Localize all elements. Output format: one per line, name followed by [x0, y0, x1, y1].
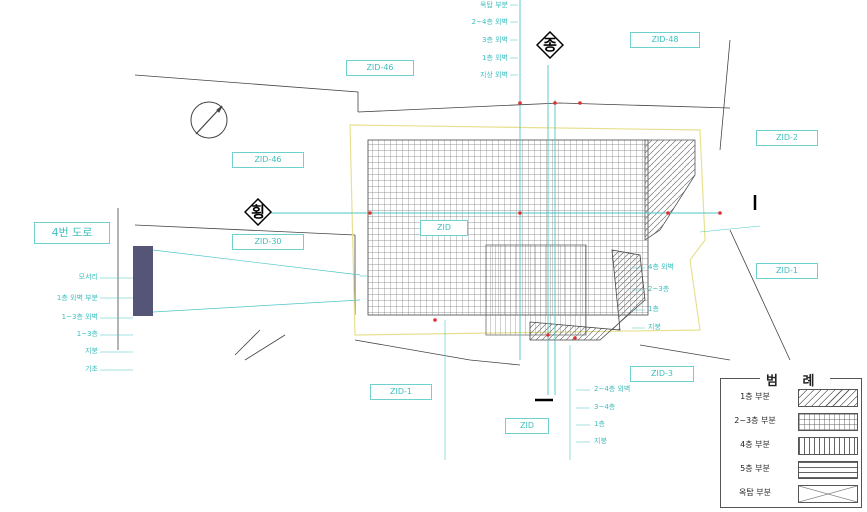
right-label: 2~3층 — [648, 285, 670, 293]
left-label: 1~3층 — [76, 330, 98, 338]
section-lines — [270, 0, 720, 395]
right-label: 1층 — [648, 305, 659, 313]
left-elevation-strip — [133, 246, 153, 316]
legend-row: 4층 부분 — [720, 435, 862, 455]
left-label: 기초 — [85, 365, 98, 373]
zone-box-center: ZID — [420, 220, 468, 236]
legend-row-label: 4층 부분 — [740, 440, 770, 449]
legend-row-label: 2~3층 부분 — [734, 416, 776, 425]
direction-mark-longitudinal: 종 — [536, 31, 564, 59]
bottom-label: 1층 — [594, 420, 605, 428]
legend-swatch — [798, 437, 858, 455]
left-label: 1~3층 외벽 — [61, 313, 98, 321]
legend-row: 1층 부분 — [720, 387, 862, 407]
bottom-label: 3~4층 — [594, 403, 616, 411]
legend-swatch — [798, 461, 858, 479]
building-vert-area — [485, 244, 587, 336]
legend-row: 5층 부분 — [720, 459, 862, 479]
legend-row-label: 옥탑 부분 — [739, 488, 771, 497]
legend-title: 범 례 — [760, 370, 831, 389]
north-arrow — [190, 101, 228, 139]
left-label: 지붕 — [85, 347, 98, 355]
top-label: 1층 외벽 — [482, 54, 508, 62]
zone-box-bottom-center: ZID — [505, 418, 549, 434]
top-label: 2~4층 외벽 — [471, 18, 508, 26]
top-label: 옥탑 부분 — [480, 1, 508, 9]
left-road-title: 4번 도로 — [34, 222, 110, 244]
legend-row: 2~3층 부분 — [720, 411, 862, 431]
legend-swatch — [798, 485, 858, 503]
legend-swatch — [798, 389, 858, 407]
zone-box-left-mid: ZID-46 — [232, 152, 304, 168]
right-label: 4층 외벽 — [648, 263, 674, 271]
left-label: 모서리 — [78, 273, 98, 281]
marker-dots — [368, 101, 722, 340]
left-label: 1층 외벽 부분 — [56, 294, 98, 302]
building-diag-area — [644, 139, 696, 241]
building-lower-area — [529, 249, 646, 341]
zone-box-top-left: ZID-46 — [346, 60, 414, 76]
direction-mark-transverse: 횡 — [244, 198, 272, 226]
zone-box-right-top: ZID-2 — [756, 130, 818, 146]
top-label: 3층 외벽 — [482, 36, 508, 44]
legend-row-label: 1층 부분 — [740, 392, 770, 401]
bottom-label: 2~4층 외벽 — [594, 385, 631, 393]
zone-box-bottom-left: ZID-1 — [370, 384, 432, 400]
top-label: 지상 외벽 — [480, 71, 508, 79]
right-label: 지붕 — [648, 323, 661, 331]
zone-box-left-lower: ZID-30 — [232, 234, 304, 250]
legend-row-label: 5층 부분 — [740, 464, 770, 473]
zone-box-bottom-right: ZID-3 — [630, 366, 694, 382]
legend-row: 옥탑 부분 — [720, 483, 862, 503]
zone-box-right-mid: ZID-1 — [756, 263, 818, 279]
bottom-label: 지붕 — [594, 437, 607, 445]
site-boundary — [349, 124, 706, 336]
legend-swatch — [798, 413, 858, 431]
zone-box-top-right: ZID-48 — [630, 32, 700, 48]
road-lines — [117, 39, 791, 366]
